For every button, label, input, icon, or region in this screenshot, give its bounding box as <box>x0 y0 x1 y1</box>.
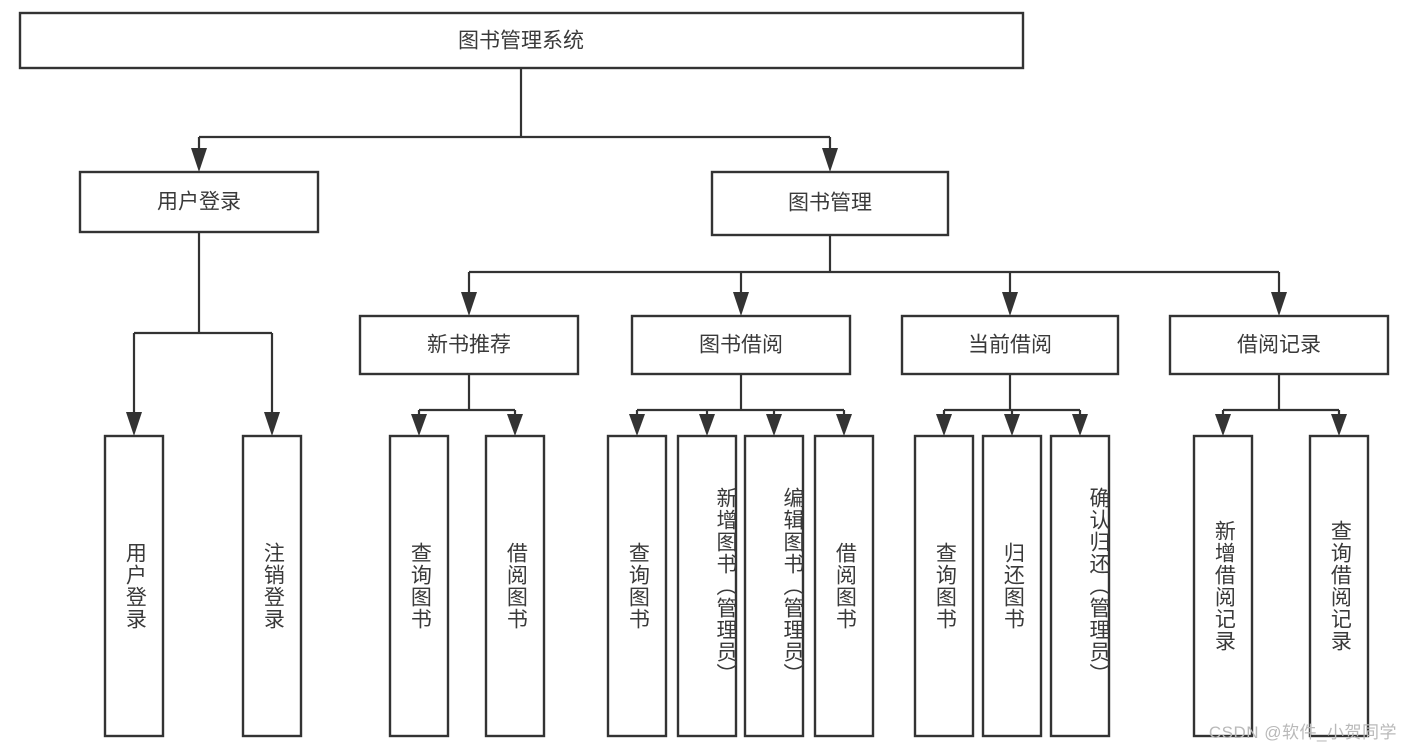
watermark-text: CSDN @软件_小贺同学 <box>1208 723 1397 742</box>
leaf-box-book-borrow-3[interactable] <box>813 434 875 738</box>
edge-borrow-record-to-leaves <box>1215 374 1347 436</box>
node-new-book-label: 新书推荐 <box>427 334 511 357</box>
leaf-box-current-borrow-0[interactable] <box>913 434 975 738</box>
leaf-box-book-borrow-2[interactable] <box>743 434 805 738</box>
node-borrow-record-label: 借阅记录 <box>1237 334 1321 357</box>
leaf-box-book-borrow-0[interactable] <box>606 434 668 738</box>
node-book-borrow-label: 图书借阅 <box>699 334 783 357</box>
node-new-book-box[interactable] <box>358 314 580 376</box>
node-book-manage-label: 图书管理 <box>788 192 872 215</box>
leaf-box-new-book-0[interactable] <box>388 434 450 738</box>
node-root-box[interactable] <box>18 11 1025 70</box>
leaf-box-current-borrow-2[interactable] <box>1049 434 1111 738</box>
node-root-label: 图书管理系统 <box>458 30 584 53</box>
node-current-borrow-box[interactable] <box>900 314 1120 376</box>
node-current-borrow-label: 当前借阅 <box>968 334 1052 357</box>
leaf-box-user-login-1[interactable] <box>241 434 303 738</box>
leaf-box-book-borrow-1[interactable] <box>676 434 738 738</box>
edge-book-borrow-to-leaves <box>629 374 852 436</box>
leaf-box-user-login-0[interactable] <box>103 434 165 738</box>
leaf-box-borrow-record-1[interactable] <box>1308 434 1370 738</box>
leaf-box-borrow-record-0[interactable] <box>1192 434 1254 738</box>
leaf-box-new-book-1[interactable] <box>484 434 546 738</box>
edge-new-book-to-leaves <box>411 374 523 436</box>
edge-book-manage-to-level3 <box>461 235 1287 316</box>
edge-root-to-level2 <box>191 68 838 172</box>
node-user-login-label: 用户登录 <box>157 191 241 214</box>
node-user-login-box[interactable] <box>78 170 320 234</box>
leaf-box-current-borrow-1[interactable] <box>981 434 1043 738</box>
edge-user-login-to-leaves <box>126 232 280 436</box>
edge-current-borrow-to-leaves <box>936 374 1088 436</box>
